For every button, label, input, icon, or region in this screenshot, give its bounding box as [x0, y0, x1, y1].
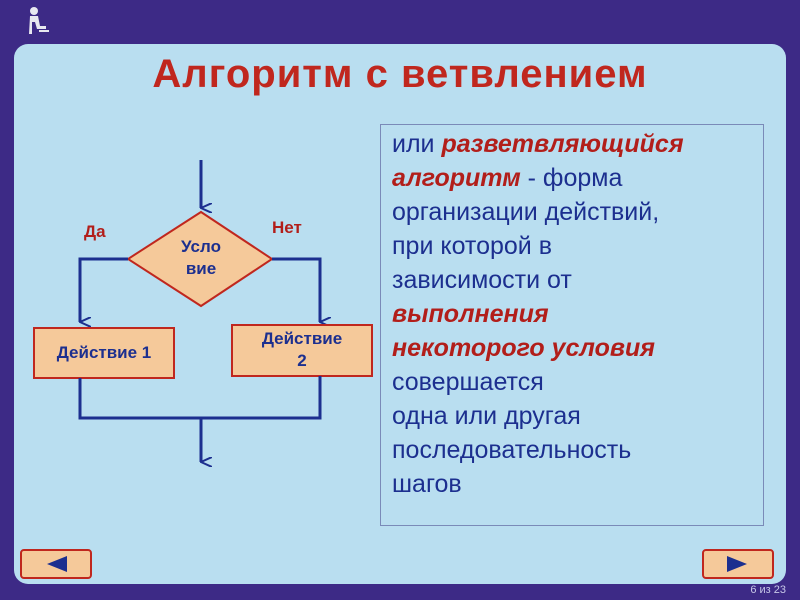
plain-text: или	[392, 130, 442, 158]
description-box	[380, 124, 764, 526]
triangle-right-icon	[727, 556, 747, 572]
description-line: зависимости от	[392, 263, 762, 297]
condition-text: Усло вие	[181, 237, 221, 278]
flow-branch-yes	[78, 257, 128, 322]
presenter-logo-icon	[29, 7, 49, 34]
action1-text: Действие 1	[56, 343, 152, 362]
plain-text: при которой в	[392, 232, 552, 260]
description-line: последовательность	[392, 433, 762, 467]
description-line: одна или другая	[392, 399, 762, 433]
slide-title: Алгоритм с ветвлением	[152, 52, 648, 96]
plain-text: совершается	[392, 368, 544, 396]
page-number: 6 из 23	[750, 584, 786, 596]
plain-text: шагов	[392, 470, 462, 498]
plain-text: - форма	[520, 164, 623, 192]
description-line: организации действий,	[392, 195, 762, 229]
flow-branch-no	[272, 257, 320, 322]
description-line: при которой в	[392, 229, 762, 263]
next-slide-button[interactable]	[702, 549, 774, 579]
plain-text: организации действий,	[392, 198, 660, 226]
description-line: выполнения	[392, 297, 762, 331]
description-line: некоторого условия	[392, 331, 762, 365]
emphasis-text: выполнения	[392, 300, 549, 328]
description-line: или разветвляющийся	[392, 127, 762, 161]
plain-text: одна или другая	[392, 402, 581, 430]
prev-slide-button[interactable]	[20, 549, 92, 579]
triangle-left-icon	[47, 556, 67, 572]
plain-text: зависимости от	[392, 266, 572, 294]
yes-label: Да	[84, 222, 106, 241]
action1-box	[33, 327, 175, 379]
emphasis-text: алгоритм	[392, 164, 521, 192]
emphasis-text: разветвляющийся	[441, 130, 684, 158]
no-label: Нет	[272, 218, 302, 237]
emphasis-text: некоторого условия	[392, 334, 655, 362]
flow-merge-line	[78, 376, 322, 420]
description-line: алгоритм - форма	[392, 161, 762, 195]
plain-text: последовательность	[392, 436, 632, 464]
condition-diamond	[126, 210, 274, 308]
description-line: шагов	[392, 467, 762, 501]
action2-box	[231, 324, 373, 377]
description-line: совершается	[392, 365, 762, 399]
action2-text: Действие 2	[261, 329, 343, 370]
